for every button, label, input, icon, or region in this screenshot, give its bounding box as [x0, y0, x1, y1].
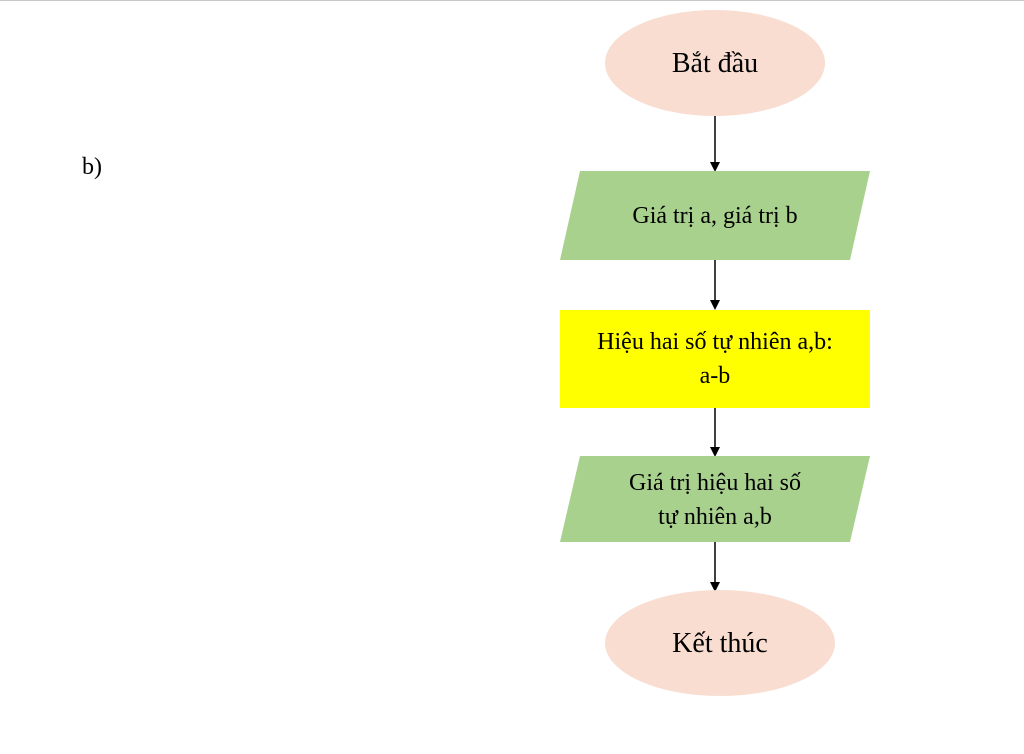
part-label: b): [82, 154, 102, 180]
top-border-line: [0, 0, 1024, 1]
output-node: [560, 456, 870, 542]
process-node: [560, 310, 870, 408]
input-node: [560, 171, 870, 260]
start-node: [605, 10, 825, 116]
end-node: [605, 590, 835, 696]
